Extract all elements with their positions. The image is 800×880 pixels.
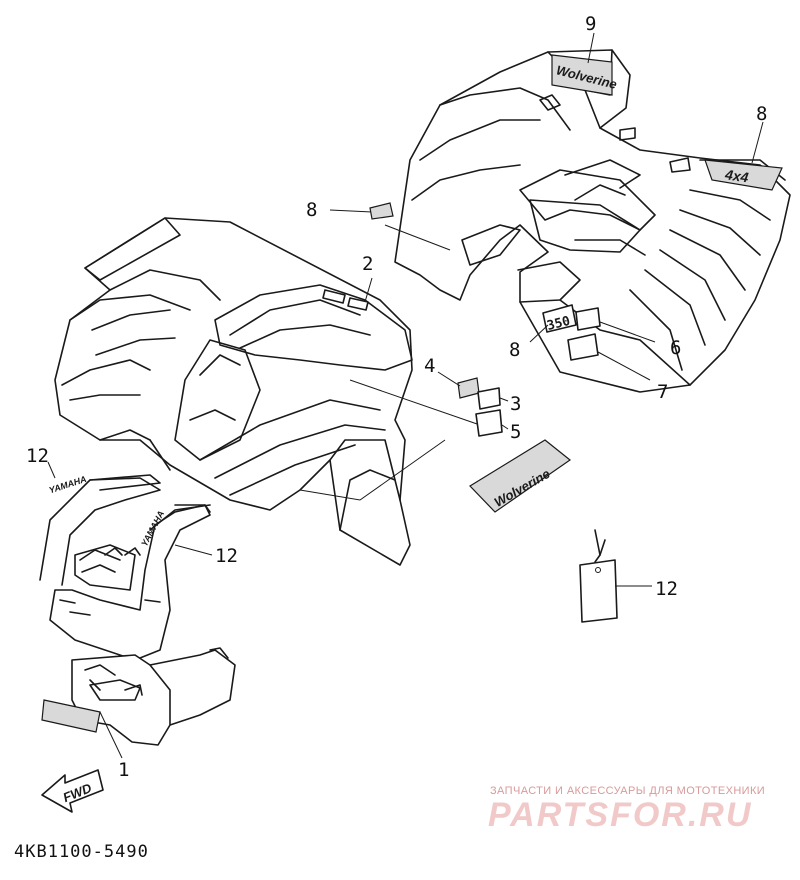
decal-3 [477,387,501,410]
decal-5 [475,409,503,437]
watermark-logo[interactable]: PARTSFOR.RU [488,796,753,834]
callout-6: 6 [670,337,681,359]
watermark-tagline: ЗАПЧАСТИ И АКСЕССУАРЫ ДЛЯ МОТОТЕХНИКИ [490,785,766,797]
under-cover [41,647,236,746]
callout-5: 5 [510,421,521,443]
front-fender [54,217,481,566]
decal-4 [457,377,480,399]
callout-8-top: 8 [306,199,317,221]
callouts: 9 8 8 2 8 6 7 4 3 5 12 12 12 1 [26,13,767,781]
decal-yamaha-12-text: YAMAHA [48,474,88,496]
part-code: 4KB1100-5490 [14,842,149,862]
decal-yamaha-guard-text: YAMAHA [139,509,166,548]
callout-4: 4 [424,355,435,377]
callout-9: 8 [756,103,767,125]
callout-7: 7 [657,381,668,403]
front-guard: YAMAHA YAMAHA [39,474,211,661]
decal-350-text: 350 [545,314,572,334]
under-cover-decal [41,699,101,733]
callout-10: 9 [585,13,596,35]
callout-12-top: 12 [26,445,49,467]
callout-11: 12 [655,578,678,600]
decal-8-top [369,202,394,220]
decal-group-345 [457,377,503,437]
warning-tag [579,529,618,623]
callout-8-fender: 8 [509,339,520,361]
rear-fender: Wolverine 4x4 350 [394,49,791,393]
callout-1: 1 [118,759,129,781]
callout-2: 2 [362,253,373,275]
callout-3: 3 [510,393,521,415]
decal-4x4-text: 4x4 [723,166,750,185]
leader-lines [47,32,764,759]
decal-6 [575,307,601,331]
decal-wolverine: Wolverine [469,439,572,513]
decal-7 [567,333,599,361]
callout-12-bottom: 12 [215,545,238,567]
fwd-arrow-icon: FWD [41,769,104,813]
